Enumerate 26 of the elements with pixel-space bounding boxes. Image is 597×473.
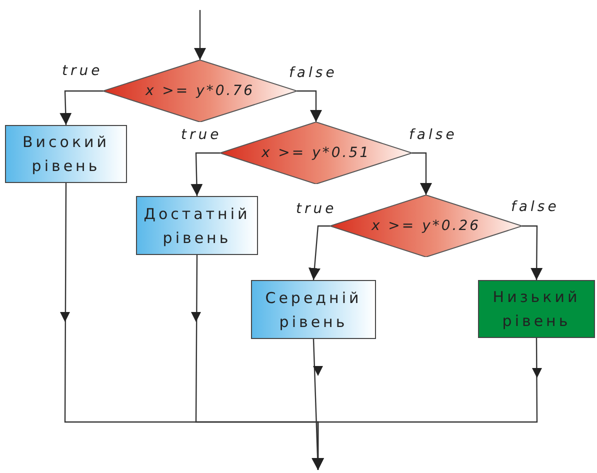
edge-label: true — [181, 127, 222, 143]
condition-text: x >= y*0.26 — [371, 218, 481, 234]
process-box — [251, 280, 376, 339]
flow-arrow — [190, 152, 220, 196]
flow-arrow — [412, 152, 432, 195]
edge-label: false — [289, 65, 338, 81]
flow-arrow — [308, 225, 330, 280]
flow-arrow — [297, 90, 322, 122]
edge-label: false — [409, 127, 458, 143]
decision-diamond — [220, 122, 412, 184]
flow-arrow — [312, 338, 538, 470]
process-box — [136, 196, 258, 255]
flow-arrow — [60, 90, 103, 126]
condition-text: x >= y*0.76 — [145, 83, 255, 99]
flow-arrow — [522, 225, 543, 280]
edge-label: true — [62, 63, 103, 79]
level-text: Середній рівень — [264, 288, 363, 332]
edge-label: true — [296, 201, 337, 217]
condition-text: x >= y*0.51 — [261, 145, 371, 161]
level-text: Низький рівень — [492, 287, 582, 332]
edge-label: false — [511, 199, 560, 215]
flow-arrow — [194, 10, 206, 60]
level-text: Високий рівень — [21, 132, 111, 177]
process-box — [478, 280, 595, 338]
process-box — [5, 125, 127, 183]
level-text: Достатній рівень — [142, 204, 252, 248]
